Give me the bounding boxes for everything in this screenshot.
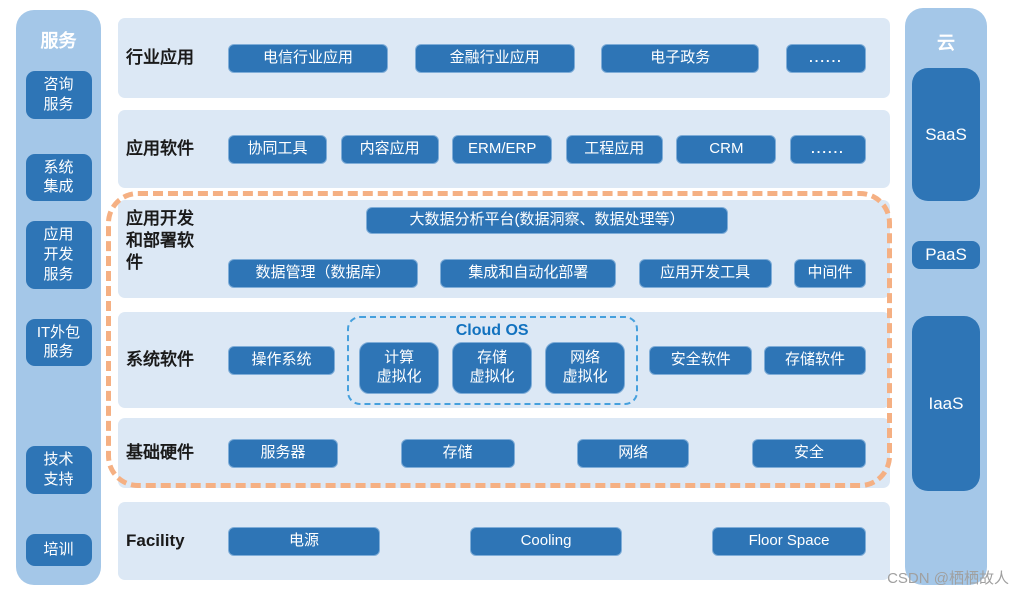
row-label-system-software: 系统软件: [126, 349, 194, 369]
row-basic-hardware: 基础硬件 服务器 存储 网络 安全: [118, 418, 890, 488]
box-servers: 服务器: [228, 438, 338, 468]
row-app-dev-deploy-software: 应用开发 和部署软 件 大数据分析平台(数据洞察、数据处理等） 数据管理（数据库…: [118, 200, 890, 298]
box-telecom-industry-app: 电信行业应用: [228, 43, 388, 73]
box-data-management-database: 数据管理（数据库）: [228, 259, 418, 288]
service-item-app-dev-service: 应用 开发 服务: [25, 221, 92, 289]
box-operating-system: 操作系统: [228, 345, 335, 375]
industry-applications-boxes: 电信行业应用 金融行业应用 电子政务 ......: [228, 43, 866, 73]
row-facility: Facility 电源 Cooling Floor Space: [118, 502, 890, 580]
row-label-industry-applications: 行业应用: [126, 47, 194, 67]
box-integration-automation-deploy: 集成和自动化部署: [440, 259, 617, 288]
box-network: 网络: [577, 438, 690, 468]
cloud-layer-saas: SaaS: [912, 68, 980, 201]
box-crm: CRM: [676, 134, 777, 164]
app-dev-deploy-bottom-boxes: 数据管理（数据库） 集成和自动化部署 应用开发工具 中间件: [228, 259, 866, 288]
watermark: CSDN @栖栖故人: [887, 570, 1009, 587]
box-security: 安全: [751, 438, 866, 468]
box-network-virtualization: 网络 虚拟化: [545, 341, 626, 394]
app-dev-deploy-boxes: 大数据分析平台(数据洞察、数据处理等） 数据管理（数据库） 集成和自动化部署 应…: [228, 200, 866, 288]
box-compute-virtualization: 计算 虚拟化: [359, 341, 440, 394]
cloud-sidebar-title: 云: [937, 33, 955, 53]
cloud-layer-paas: PaaS: [912, 241, 980, 269]
system-software-boxes: 操作系统 Cloud OS 计算 虚拟化 存储 虚拟化 网络 虚拟化 安全软件 …: [228, 315, 866, 405]
row-label-basic-hardware: 基础硬件: [126, 442, 194, 462]
row-label-app-dev-deploy: 应用开发 和部署软 件: [126, 209, 194, 273]
basic-hardware-boxes: 服务器 存储 网络 安全: [228, 438, 866, 468]
box-erm-erp: ERM/ERP: [452, 134, 553, 164]
box-middleware: 中间件: [793, 259, 866, 288]
cloud-os-title: Cloud OS: [455, 321, 529, 339]
cloud-sidebar: 云 SaaS PaaS IaaS: [905, 8, 987, 585]
box-engineering-applications: 工程应用: [565, 134, 663, 164]
cloud-layer-iaas: IaaS: [912, 316, 980, 491]
row-application-software: 应用软件 协同工具 内容应用 ERM/ERP 工程应用 CRM ......: [118, 110, 890, 188]
box-bigdata-analytics-platform: 大数据分析平台(数据洞察、数据处理等）: [366, 207, 728, 234]
service-item-consulting: 咨询 服务: [25, 71, 92, 119]
services-sidebar-title: 服务: [40, 31, 77, 51]
box-cooling: Cooling: [470, 526, 622, 556]
facility-boxes: 电源 Cooling Floor Space: [228, 526, 866, 556]
box-collaboration-tools: 协同工具: [228, 134, 327, 164]
row-industry-applications: 行业应用 电信行业应用 金融行业应用 电子政务 ......: [118, 18, 890, 98]
service-item-it-outsourcing: IT外包 服务: [25, 318, 92, 367]
box-power: 电源: [228, 526, 380, 556]
row-label-facility: Facility: [126, 530, 185, 550]
box-security-software: 安全软件: [649, 345, 753, 375]
application-software-boxes: 协同工具 内容应用 ERM/ERP 工程应用 CRM ......: [228, 134, 866, 164]
box-storage: 存储: [400, 438, 515, 468]
box-industry-ellipsis: ......: [785, 43, 866, 73]
service-item-training: 培训: [25, 533, 92, 566]
box-storage-software: 存储软件: [763, 345, 866, 375]
row-label-application-software: 应用软件: [126, 138, 194, 158]
services-sidebar: 服务 咨询 服务 系统 集成 应用 开发 服务 IT外包 服务 技术 支持 培训: [16, 10, 101, 585]
box-finance-industry-app: 金融行业应用: [414, 43, 575, 73]
box-storage-virtualization: 存储 虚拟化: [452, 341, 533, 394]
cloud-os-boxes: 计算 虚拟化 存储 虚拟化 网络 虚拟化: [359, 341, 626, 394]
service-item-tech-support: 技术 支持: [25, 446, 92, 494]
box-appsw-ellipsis: ......: [789, 134, 866, 164]
service-item-system-integration: 系统 集成: [25, 153, 92, 202]
box-content-applications: 内容应用: [340, 134, 439, 164]
box-e-government: 电子政务: [601, 43, 760, 73]
cloud-os-group: Cloud OS 计算 虚拟化 存储 虚拟化 网络 虚拟化: [346, 315, 638, 405]
row-system-software: 系统软件 操作系统 Cloud OS 计算 虚拟化 存储 虚拟化 网络 虚拟化 …: [118, 312, 890, 408]
box-floor-space: Floor Space: [712, 526, 866, 556]
box-app-dev-tools: 应用开发工具: [638, 259, 772, 288]
